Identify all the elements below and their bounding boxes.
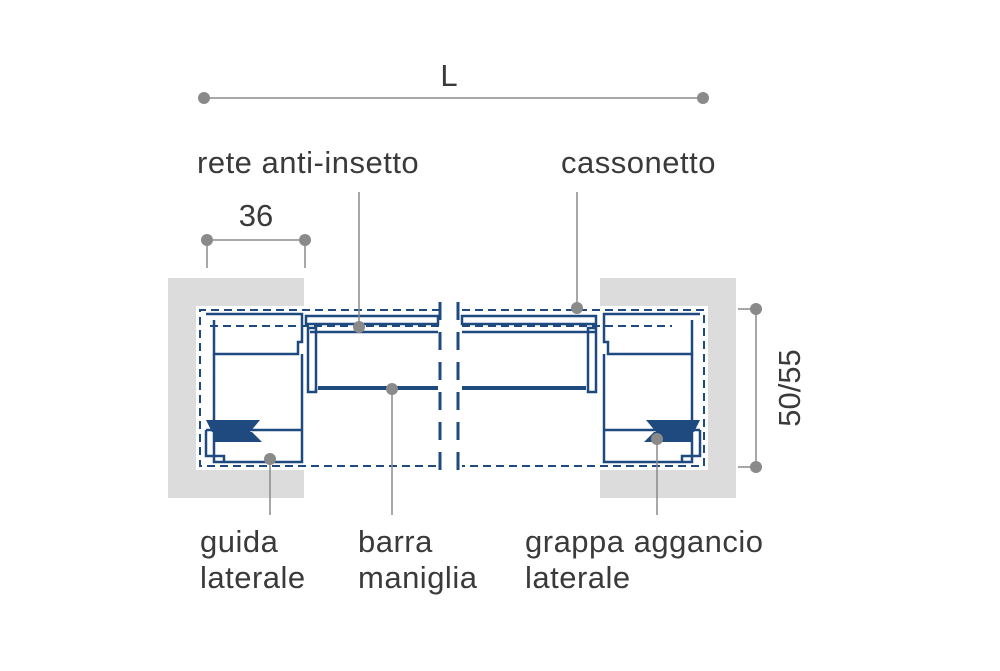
left-clip-lower (214, 432, 262, 442)
left-rail-profile (212, 354, 304, 464)
leader-net (353, 192, 365, 333)
dimension-36-label: 36 (239, 198, 273, 233)
break-marks (438, 302, 460, 478)
label-rail-line2: laterale (200, 560, 306, 595)
label-bar-line1: barra (358, 524, 433, 559)
label-box: cassonetto (561, 145, 716, 180)
label-clip-line2: laterale (525, 560, 631, 595)
leader-rail (264, 453, 276, 515)
dimension-height (738, 303, 762, 473)
dimension-height-label: 50/55 (772, 349, 807, 427)
dimension-36 (201, 234, 311, 268)
dashed-outline (199, 309, 705, 467)
label-rail-line1: guida (200, 524, 279, 559)
leader-box (571, 192, 583, 314)
right-box-profile (602, 312, 700, 356)
right-wall (600, 278, 736, 498)
right-rail-profile (602, 354, 694, 464)
label-clip-line1: grappa aggancio (525, 524, 763, 559)
left-clip (206, 420, 260, 432)
dimension-l-label: L (440, 58, 457, 93)
leader-bar (386, 383, 398, 515)
label-net: rete anti-insetto (197, 145, 419, 180)
leader-clip (651, 433, 663, 515)
dimension-l (198, 92, 709, 104)
left-box-profile (206, 312, 304, 356)
label-bar-line2: maniglia (358, 560, 478, 595)
left-wall (168, 278, 304, 498)
right-clip (646, 420, 700, 432)
